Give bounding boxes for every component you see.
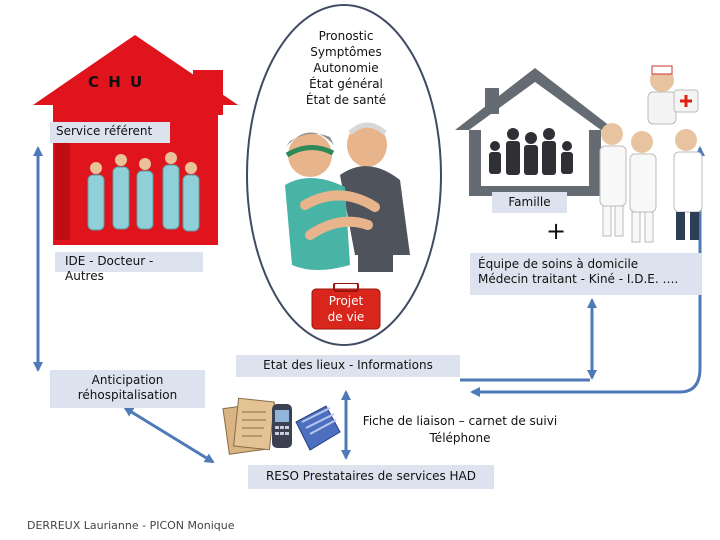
fiche-line-1: Fiche de liaison – carnet de suivi bbox=[360, 413, 560, 430]
arrow-anticipation-documents bbox=[125, 408, 213, 462]
fiche-line-2: Téléphone bbox=[360, 430, 560, 447]
phone-icon bbox=[272, 404, 292, 448]
center-line-autonomie: Autonomie bbox=[300, 60, 392, 76]
anticipation-panel: Anticipation réhospitalisation bbox=[50, 370, 205, 408]
equipe-line-2: Médecin traitant - Kiné - I.D.E. …. bbox=[478, 272, 694, 287]
care-team-icon bbox=[590, 62, 710, 247]
documents-illustration bbox=[222, 392, 344, 462]
reso-panel: RESO Prestataires de services HAD bbox=[248, 465, 494, 489]
center-line-pronostic: Pronostic bbox=[300, 28, 392, 44]
equipe-line-1: Équipe de soins à domicile bbox=[478, 257, 694, 272]
anticipation-line-2: réhospitalisation bbox=[50, 388, 205, 403]
center-line-etat-sante: État de santé bbox=[300, 92, 392, 108]
documents-icon bbox=[223, 398, 274, 454]
hospital-title: C H U bbox=[88, 75, 144, 90]
anticipation-line-1: Anticipation bbox=[50, 373, 205, 388]
fiche-liaison-text: Fiche de liaison – carnet de suivi Télép… bbox=[360, 413, 560, 447]
projet-de-vie-label: Projet de vie bbox=[310, 293, 382, 325]
famille-label: Famille bbox=[492, 192, 567, 213]
center-line-etat-general: État général bbox=[300, 76, 392, 92]
projet-line-1: Projet bbox=[310, 293, 382, 309]
plus-sign: + bbox=[546, 218, 566, 244]
center-line-symptomes: Symptômes bbox=[300, 44, 392, 60]
projet-line-2: de vie bbox=[310, 309, 382, 325]
etat-des-lieux-panel: Etat des lieux - Informations bbox=[236, 355, 460, 377]
family-icon bbox=[489, 128, 573, 175]
authors-footer: DERREUX Laurianne - PICON Monique bbox=[27, 518, 235, 533]
service-referent-label: Service référent bbox=[50, 122, 170, 143]
embracing-couple-icon bbox=[270, 115, 418, 277]
center-list: Pronostic Symptômes Autonomie État génér… bbox=[300, 28, 392, 108]
equipe-panel: Équipe de soins à domicile Médecin trait… bbox=[470, 253, 702, 295]
staff-label: IDE - Docteur - Autres bbox=[55, 252, 203, 272]
binder-icon bbox=[296, 406, 340, 450]
